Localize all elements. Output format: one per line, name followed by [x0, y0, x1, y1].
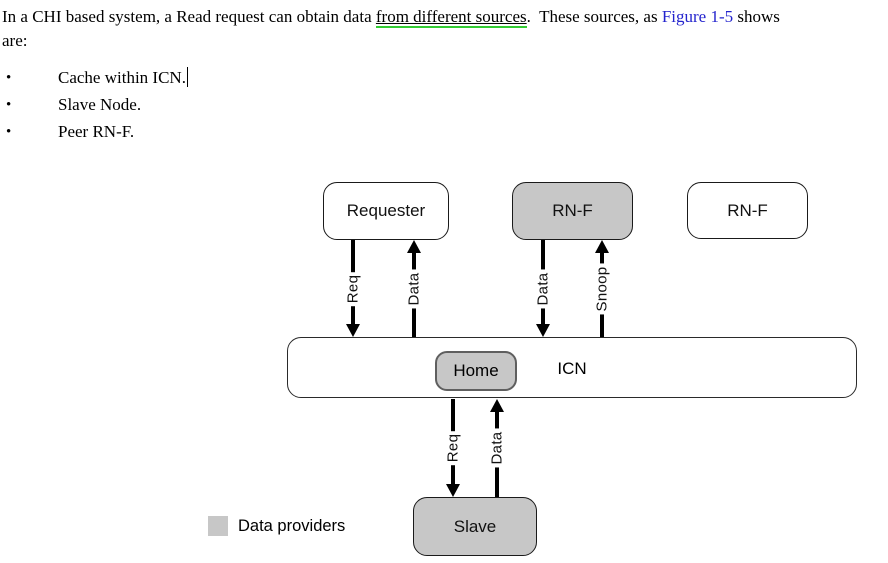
bullet-icon: •: [6, 97, 12, 113]
arrowhead-up-icon: [407, 240, 421, 253]
body-text: In a CHI based system, a Read request ca…: [2, 5, 886, 147]
arrowhead-up-icon: [595, 240, 609, 253]
list-item: • Peer RN-F.: [2, 120, 886, 147]
grammar-underlined-phrase: from different sources: [375, 7, 527, 28]
paragraph-segment: In a CHI based system, a Read request ca…: [2, 7, 376, 26]
list-item: • Cache within ICN.: [2, 66, 886, 93]
bullet-text-content: Cache within ICN.: [58, 68, 186, 87]
requester-node-box: Requester: [323, 182, 449, 240]
arrow-label: Snoop: [593, 263, 611, 314]
arrow-label: Data: [488, 428, 506, 468]
bullet-text: Cache within ICN.: [58, 66, 189, 90]
slave-node-box: Slave: [413, 497, 537, 556]
text-cursor-caret: [186, 67, 189, 87]
arrow-req-home-to-slave: Req: [444, 399, 462, 497]
home-node-box: Home: [435, 351, 517, 391]
figure-cross-reference-link[interactable]: Figure 1-5: [661, 7, 734, 26]
paragraph-line-2: are:: [2, 31, 28, 50]
bullet-list: • Cache within ICN. • Slave Node. • Peer…: [2, 66, 886, 147]
legend-provider-swatch-icon: [208, 516, 228, 536]
bullet-icon: •: [6, 70, 12, 86]
arrow-label: Data: [405, 269, 423, 308]
legend-label: Data providers: [238, 517, 346, 535]
paragraph-segment: shows: [733, 7, 780, 26]
arrowhead-down-icon: [346, 324, 360, 337]
arrowhead-down-icon: [536, 324, 550, 337]
arrow-data-slave-to-home: Data: [488, 399, 506, 497]
arrow-snoop-icn-to-rnf: Snoop: [593, 240, 611, 337]
arrowhead-up-icon: [490, 399, 504, 412]
arrow-label: Req: [344, 271, 362, 306]
rnf-provider-node-box: RN-F: [512, 182, 633, 240]
arrow-label: Data: [534, 269, 552, 308]
icn-label: ICN: [557, 359, 587, 378]
paragraph-segment: . These sources, as: [526, 7, 662, 26]
arrow-req-requester-to-icn: Req: [344, 240, 362, 337]
bullet-text: Slave Node.: [58, 95, 142, 114]
bullet-text: Peer RN-F.: [58, 122, 135, 141]
paragraph-line-1: In a CHI based system, a Read request ca…: [2, 5, 886, 29]
icn-container-box: [287, 337, 857, 398]
rnf-peer-node-box: RN-F: [687, 182, 808, 239]
arrow-data-icn-to-requester: Data: [405, 240, 423, 337]
arrowhead-down-icon: [446, 484, 460, 497]
bullet-icon: •: [6, 124, 12, 140]
list-item: • Slave Node.: [2, 93, 886, 120]
arrow-data-rnf-to-icn: Data: [534, 240, 552, 337]
arrow-label: Req: [444, 430, 462, 466]
